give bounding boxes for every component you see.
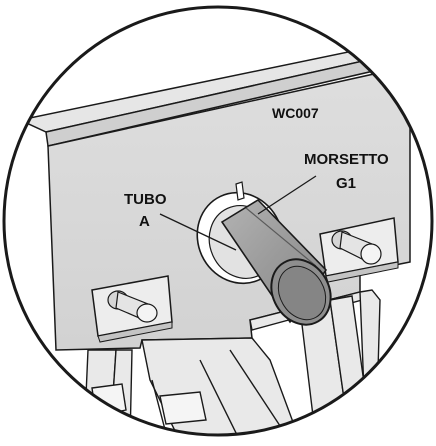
clamp-label-line1: MORSETTO (304, 151, 389, 168)
tube-leader-line (159, 213, 237, 251)
left-bolt-slot (91, 275, 173, 343)
figure-code: WC007 (272, 105, 319, 121)
right-bolt-slot (319, 217, 399, 283)
clamp-leader-line (257, 175, 317, 215)
tube-label-line1: TUBO (124, 191, 167, 208)
tube-label-line2: A (139, 213, 150, 230)
tube (220, 198, 332, 326)
clamp-label-line2: G1 (336, 175, 356, 192)
magnifier-circle (2, 5, 434, 437)
